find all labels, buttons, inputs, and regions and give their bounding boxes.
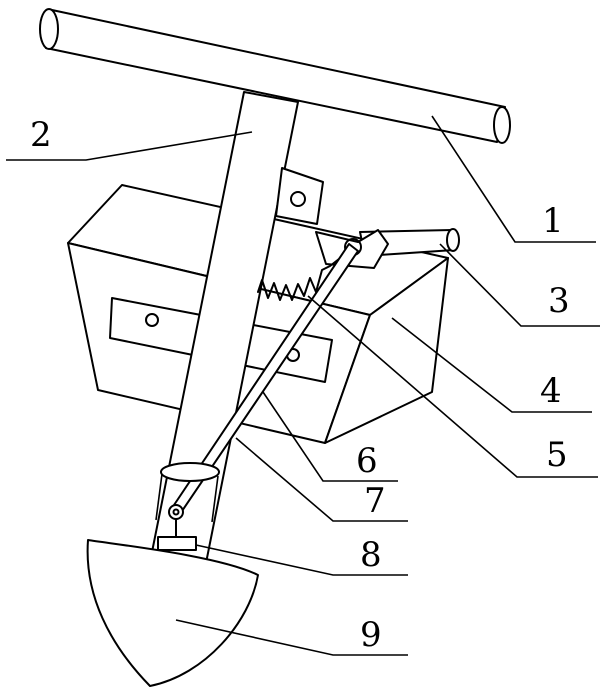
shovel-blade (86, 539, 259, 687)
label-7: 7 (364, 481, 386, 521)
label-6: 6 (356, 441, 378, 481)
part-labels: 2 1 3 4 5 6 7 8 9 (30, 115, 570, 655)
label-3: 3 (548, 281, 570, 321)
label-9: 9 (360, 615, 382, 655)
top-tube (39, 8, 511, 144)
sleeve-ring (155, 462, 220, 523)
label-1: 1 (542, 201, 564, 241)
spring (257, 251, 349, 301)
label-2: 2 (30, 115, 52, 155)
label-4: 4 (540, 371, 562, 411)
leader-lines (6, 115, 600, 656)
pin-block (157, 504, 197, 551)
label-5: 5 (546, 435, 568, 475)
label-8: 8 (360, 535, 382, 575)
post-bracket (275, 167, 324, 225)
